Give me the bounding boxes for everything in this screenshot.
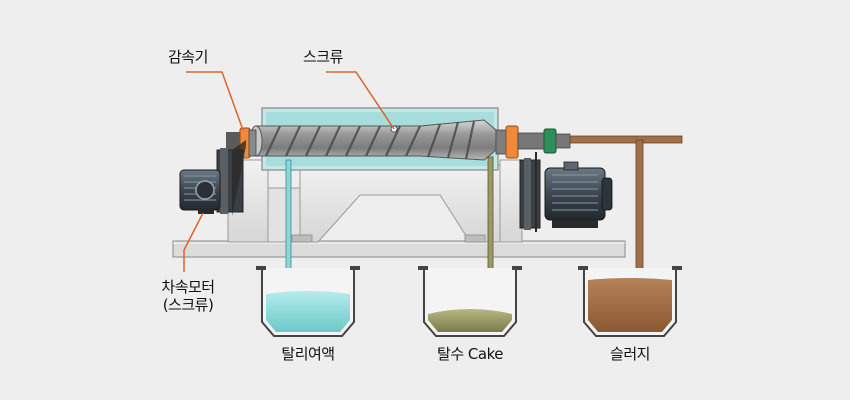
machine-frame bbox=[227, 159, 523, 243]
callout-screw bbox=[326, 71, 395, 130]
main-motor bbox=[519, 152, 613, 232]
tank-cake bbox=[418, 266, 522, 337]
label-differential-motor: 차속모터 (스크류) bbox=[152, 278, 224, 314]
label-motor-line2: (스크류) bbox=[162, 296, 214, 314]
callout-motor bbox=[183, 212, 204, 272]
label-tank-sludge: 슬러지 bbox=[610, 345, 650, 363]
tank-sludge bbox=[578, 266, 682, 337]
label-tank-cake: 탈수 Cake bbox=[437, 345, 503, 363]
differential-motor bbox=[179, 140, 246, 216]
label-screw: 스크류 bbox=[303, 48, 343, 66]
screw-drum bbox=[249, 119, 497, 161]
tank-filtrate bbox=[256, 266, 360, 337]
label-motor-line1: 차속모터 bbox=[161, 278, 215, 296]
callout-reducer bbox=[186, 71, 244, 131]
right-drive bbox=[495, 125, 571, 159]
callout-lines bbox=[183, 71, 395, 272]
label-tank-filtrate: 탈리여액 bbox=[281, 345, 335, 363]
base-slab bbox=[172, 240, 626, 258]
label-reducer: 감속기 bbox=[168, 48, 208, 66]
